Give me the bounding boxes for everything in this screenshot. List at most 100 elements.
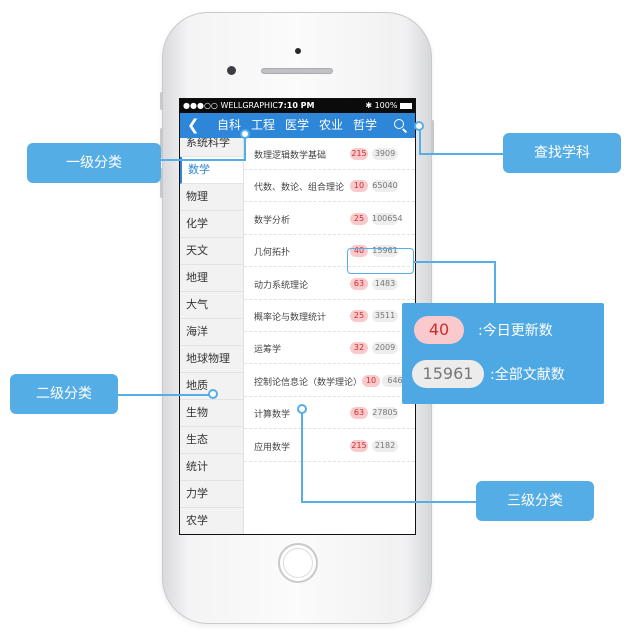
callout-level2: 二级分类 bbox=[10, 374, 118, 414]
callout-search: 查找学科 bbox=[503, 133, 621, 173]
carrier-label: ●●●○○ WELLGRAPHIC bbox=[183, 101, 279, 110]
today-count-badge: 63 bbox=[350, 277, 368, 290]
sidebar-item[interactable]: 大气 bbox=[180, 292, 243, 319]
connector-line-level3-h bbox=[301, 501, 477, 503]
connector-line-level3-v bbox=[301, 410, 303, 502]
sidebar: 系统科学数学物理化学天文地理大气海洋地球物理地质生物生态统计力学农学 bbox=[180, 138, 244, 534]
tab-medicine[interactable]: 医学 bbox=[285, 118, 310, 132]
subject-row[interactable]: 数理逻辑数学基础 215 3909 bbox=[244, 138, 415, 170]
connector-dot-level2 bbox=[208, 389, 218, 399]
sidebar-item[interactable]: 地球物理 bbox=[180, 346, 243, 373]
today-count-badge: 25 bbox=[350, 212, 368, 225]
proximity-sensor bbox=[295, 48, 301, 54]
subject-name: 几何拓扑 bbox=[254, 248, 291, 259]
connector-line-level1-v bbox=[244, 134, 246, 161]
subject-list: 数理逻辑数学基础 215 3909 代数、数论、组合理论 10 65040 数学分析 25 10… bbox=[244, 138, 415, 534]
search-icon[interactable] bbox=[394, 119, 404, 129]
subject-row[interactable]: 应用数学 215 2182 bbox=[244, 430, 415, 462]
subject-row[interactable]: 代数、数论、组合理论 10 65040 bbox=[244, 170, 415, 203]
connector-dot-level1 bbox=[240, 129, 250, 139]
battery-percent: 100% bbox=[374, 101, 398, 110]
callout-level3: 三级分类 bbox=[476, 481, 594, 521]
total-count-badge: 3909 bbox=[372, 148, 398, 160]
volume-up-button bbox=[160, 128, 163, 158]
total-count-badge: 646 bbox=[382, 374, 408, 387]
today-count-badge: 25 bbox=[350, 310, 368, 322]
power-button bbox=[431, 120, 434, 154]
subject-name: 运筹学 bbox=[254, 345, 282, 356]
total-count-badge: 65040 bbox=[372, 180, 398, 193]
tab-natural-science[interactable]: 自科 bbox=[217, 118, 242, 132]
status-time: 7:10 PM bbox=[278, 101, 315, 110]
chevron-left-icon[interactable]: ❮ bbox=[187, 116, 200, 134]
connector-line-level2 bbox=[116, 394, 212, 396]
total-count-badge: 2182 bbox=[372, 439, 398, 452]
subject-name: 计算数学 bbox=[254, 410, 291, 421]
today-count-badge: 10 bbox=[362, 374, 380, 387]
legend-total-sample: 15961 bbox=[412, 360, 484, 388]
sidebar-item[interactable]: 地质 bbox=[180, 373, 243, 400]
status-bar: ●●●○○ WELLGRAPHIC 7:10 PM ✱ 100% bbox=[180, 99, 415, 113]
earpiece-speaker bbox=[261, 68, 333, 74]
total-count-badge: 3511 bbox=[372, 310, 398, 322]
legend-total-label: :全部文献数 bbox=[490, 367, 565, 383]
subject-row[interactable]: 运筹学 32 2009 bbox=[244, 332, 415, 365]
bluetooth-icon: ✱ bbox=[365, 101, 373, 110]
subject-row[interactable]: 动力系统理论 63 1483 bbox=[244, 268, 415, 300]
sidebar-item[interactable]: 地理 bbox=[180, 265, 243, 292]
sidebar-item[interactable]: 系统科学 bbox=[180, 138, 243, 157]
badge-legend: 40 :今日更新数 15961 :全部文献数 bbox=[402, 303, 604, 404]
connector-dot-search bbox=[414, 121, 424, 131]
legend-today-label: :今日更新数 bbox=[478, 323, 553, 339]
subject-name: 动力系统理论 bbox=[254, 280, 309, 291]
sidebar-item[interactable]: 化学 bbox=[180, 211, 243, 238]
subject-name: 应用数学 bbox=[254, 442, 291, 453]
connector-line-search bbox=[419, 127, 421, 154]
tab-philosophy[interactable]: 哲学 bbox=[353, 118, 378, 132]
today-count-badge: 215 bbox=[350, 439, 368, 452]
today-count-badge: 32 bbox=[350, 342, 368, 355]
sidebar-item[interactable]: 统计 bbox=[180, 454, 243, 481]
top-nav: ❮ 自科 工程 医学 农业 哲学 bbox=[180, 113, 415, 138]
phone-screen: ●●●○○ WELLGRAPHIC 7:10 PM ✱ 100% ❮ 自科 工程… bbox=[179, 98, 416, 535]
total-count-badge: 27805 bbox=[372, 407, 398, 420]
battery-indicator: ✱ 100% bbox=[365, 99, 412, 113]
badge-highlight-box bbox=[347, 248, 414, 274]
tab-engineering[interactable]: 工程 bbox=[251, 118, 276, 132]
sidebar-item[interactable]: 物理 bbox=[180, 184, 243, 211]
today-count-badge: 10 bbox=[350, 180, 368, 193]
subject-row[interactable]: 概率论与数理统计 25 3511 bbox=[244, 300, 415, 332]
subject-name: 概率论与数理统计 bbox=[254, 313, 327, 323]
subject-row[interactable]: 计算数学 63 27805 bbox=[244, 397, 415, 430]
front-camera bbox=[227, 66, 236, 75]
connector-line-legend-h bbox=[414, 261, 496, 263]
sidebar-item[interactable]: 生态 bbox=[180, 427, 243, 454]
home-button[interactable] bbox=[278, 543, 318, 583]
total-count-badge: 2009 bbox=[372, 342, 398, 355]
sidebar-item[interactable]: 海洋 bbox=[180, 319, 243, 346]
tab-agriculture[interactable]: 农业 bbox=[319, 118, 344, 132]
total-count-badge: 1483 bbox=[372, 277, 398, 290]
callout-level1: 一级分类 bbox=[27, 143, 161, 183]
subject-name: 代数、数论、组合理论 bbox=[254, 183, 345, 194]
sidebar-item[interactable]: 生物 bbox=[180, 400, 243, 427]
today-count-badge: 63 bbox=[350, 407, 368, 420]
total-count-badge: 100654 bbox=[372, 212, 403, 225]
connector-line-level1 bbox=[160, 159, 245, 161]
sidebar-item[interactable]: 力学 bbox=[180, 481, 243, 508]
sidebar-item[interactable]: 数学 bbox=[180, 157, 243, 184]
subject-name: 数理逻辑数学基础 bbox=[254, 151, 327, 161]
connector-line-legend-v bbox=[494, 261, 496, 304]
battery-icon bbox=[400, 102, 412, 109]
today-count-badge: 215 bbox=[350, 148, 368, 160]
legend-today-sample: 40 bbox=[414, 316, 464, 344]
subject-row[interactable]: 数学分析 25 100654 bbox=[244, 203, 415, 235]
subject-name: 控制论信息论（数学理论） bbox=[254, 377, 363, 388]
subject-name: 数学分析 bbox=[254, 215, 291, 226]
sidebar-item[interactable]: 农学 bbox=[180, 508, 243, 534]
connector-dot-level3 bbox=[297, 404, 307, 414]
volume-down-button bbox=[160, 168, 163, 198]
sidebar-item[interactable]: 天文 bbox=[180, 238, 243, 265]
connector-line-search-h bbox=[419, 153, 504, 155]
